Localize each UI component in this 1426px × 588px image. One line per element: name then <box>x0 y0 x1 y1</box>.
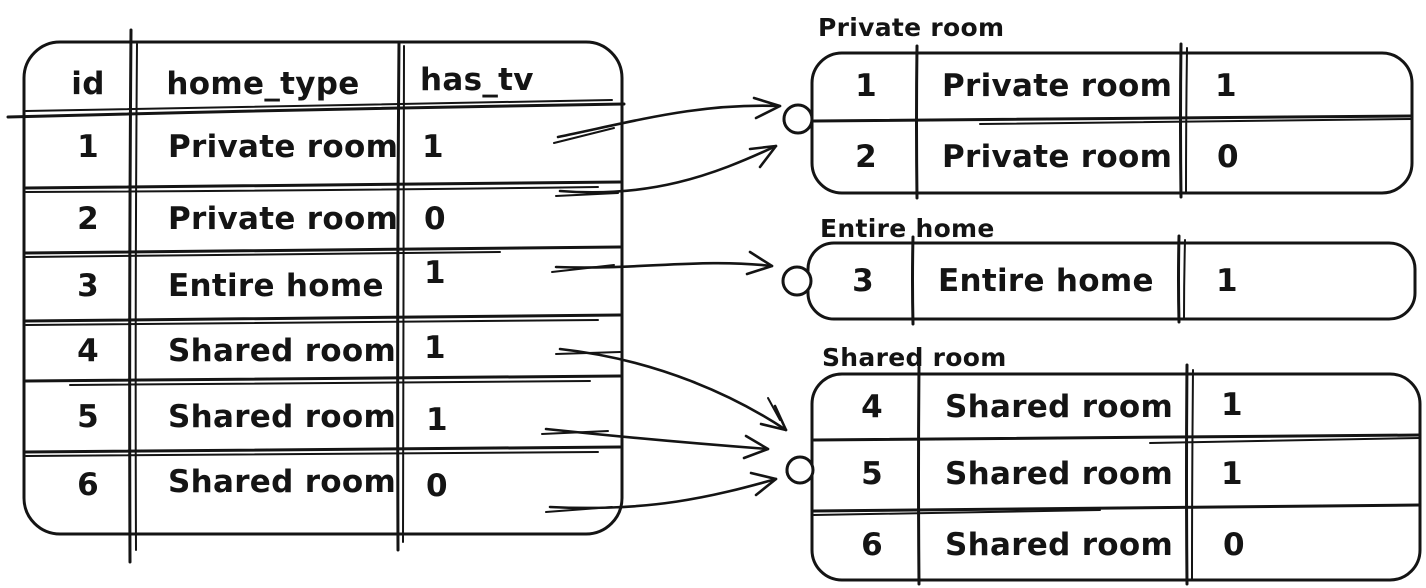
source-row1-id: 1 <box>77 129 99 165</box>
group-private-row2-type: Private room <box>942 139 1173 175</box>
group-private-row2-id: 2 <box>855 139 877 175</box>
group-private-row1-tv: 1 <box>1215 68 1237 104</box>
arrow-row3-to-entire <box>551 250 774 276</box>
arrow-row6-to-shared <box>545 471 778 513</box>
source-row6-id: 6 <box>77 467 99 503</box>
source-col-header-has-tv: has_tv <box>420 62 534 98</box>
group-private-row1-id: 1 <box>855 68 877 104</box>
source-col-header-home-type: home_type <box>166 66 360 102</box>
source-row2-id: 2 <box>77 201 99 237</box>
source-row1-tv: 1 <box>422 129 444 165</box>
source-row1-type: Private room <box>168 129 399 165</box>
group-shared-outline <box>810 363 1422 586</box>
arrow-row5-to-shared <box>541 427 770 460</box>
group-shared-row1-tv: 1 <box>1221 387 1243 423</box>
arrow-row4-to-shared <box>555 347 788 432</box>
arrow-row1-to-private <box>553 96 782 144</box>
source-row3-tv: 1 <box>424 255 446 291</box>
group-shared-row3-type: Shared room <box>945 527 1174 563</box>
group-shared-connector-dot <box>785 455 815 485</box>
source-row5-type: Shared room <box>168 399 397 435</box>
group-entire-row1-tv: 1 <box>1216 263 1238 299</box>
group-shared-row2-id: 5 <box>861 456 883 492</box>
source-row5-id: 5 <box>77 399 99 435</box>
group-shared-row3-id: 6 <box>861 527 883 563</box>
group-shared-row3-tv: 0 <box>1223 527 1245 563</box>
group-private-label: Private room <box>818 13 1005 42</box>
group-shared-row2-tv: 1 <box>1221 456 1243 492</box>
source-row2-type: Private room <box>168 201 399 237</box>
source-row5-tv: 1 <box>426 402 448 438</box>
group-shared-label: Shared room <box>822 343 1007 372</box>
source-row4-type: Shared room <box>168 333 397 369</box>
group-entire-row1-id: 3 <box>852 263 874 299</box>
source-row6-tv: 0 <box>426 468 448 504</box>
group-private-row1-type: Private room <box>942 68 1173 104</box>
group-shared-row2-type: Shared room <box>945 456 1174 492</box>
source-row3-type: Entire home <box>168 268 384 304</box>
group-private-connector-dot <box>782 103 814 135</box>
group-entire-row1-type: Entire home <box>938 263 1154 299</box>
group-private-row2-tv: 0 <box>1217 139 1239 175</box>
source-row6-type: Shared room <box>168 464 397 500</box>
source-row2-tv: 0 <box>424 201 446 237</box>
group-entire-connector-dot <box>781 265 813 297</box>
source-row4-tv: 1 <box>424 330 446 366</box>
group-shared-row1-id: 4 <box>861 389 883 425</box>
group-entire-label: Entire home <box>820 214 995 243</box>
group-shared-row1-type: Shared room <box>945 389 1174 425</box>
source-table-outline <box>6 28 626 564</box>
source-row4-id: 4 <box>77 333 99 369</box>
source-col-header-id: id <box>71 66 105 102</box>
source-row3-id: 3 <box>77 268 99 304</box>
arrow-row2-to-private <box>555 144 778 197</box>
